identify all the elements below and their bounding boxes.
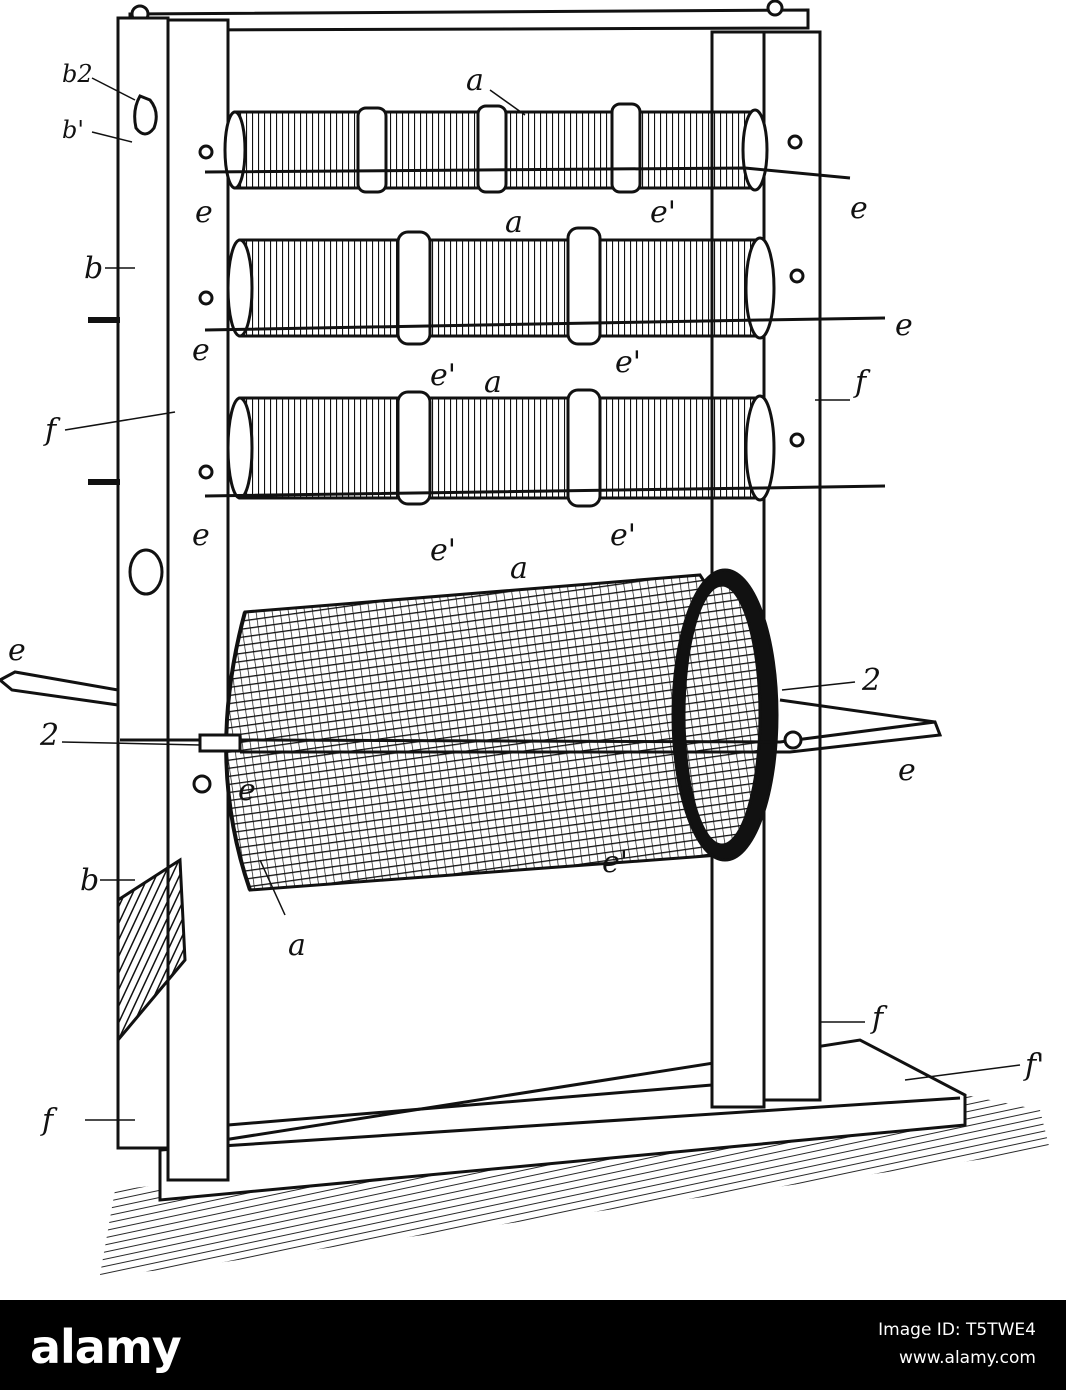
patent-drawing-spool-rack: b2 b' b b f f f f' f a a a a a e e e' e …	[0, 0, 1050, 1275]
label-e-4-outer-left: e	[8, 633, 26, 668]
label-section-right: 2	[861, 663, 881, 698]
label-e-1-right: e	[850, 191, 868, 226]
right-upright	[710, 30, 822, 1109]
label-e-3-left: e	[192, 518, 210, 553]
label-e1-4: e'	[602, 845, 628, 880]
label-a-bottom: a	[288, 928, 306, 963]
label-f1: f'	[1023, 1048, 1044, 1083]
inner-frame	[226, 32, 713, 1127]
label-b1: b'	[62, 116, 84, 144]
label-f-lower-right: f	[870, 1001, 888, 1036]
label-e1-2b: e'	[615, 345, 641, 380]
label-e-1-left: e	[195, 195, 213, 230]
alamy-logo: alamy	[30, 1320, 182, 1374]
label-e1-3a: e'	[430, 533, 456, 568]
spool-1	[198, 102, 851, 194]
label-f-left: f	[43, 413, 61, 448]
spool-2	[88, 226, 886, 346]
label-f-base-left: f	[40, 1103, 58, 1138]
label-e-4-right: e	[898, 753, 916, 788]
image-id-block: Image ID: T5TWE4 www.alamy.com	[878, 1316, 1036, 1372]
label-a-top: a	[466, 63, 484, 98]
label-b-bottom: b	[80, 863, 99, 898]
label-section-left: 2	[39, 718, 59, 753]
label-e1-1: e'	[650, 195, 676, 230]
label-e-2-right: e	[895, 308, 913, 343]
site-url: www.alamy.com	[898, 1348, 1036, 1368]
label-a-2: a	[505, 205, 523, 240]
label-e-2-left: e	[192, 333, 210, 368]
spool-3	[88, 388, 886, 508]
watermark-footer: alamy Image ID: T5TWE4 www.alamy.com	[0, 1300, 1066, 1390]
label-a-4: a	[510, 551, 528, 586]
left-upright	[116, 16, 230, 1182]
figure-labels: b2 b' b b f f f f' f a a a a a e e e' e …	[8, 60, 1044, 1138]
top-rail	[128, 0, 810, 34]
label-b-top: b	[84, 251, 103, 286]
spool-4-large	[0, 568, 943, 892]
label-f-right: f	[853, 365, 871, 400]
label-e1-2a: e'	[430, 358, 456, 393]
label-e-4-inner: e	[238, 773, 256, 808]
leader-lines	[61, 77, 1021, 1121]
label-b2: b2	[62, 60, 93, 88]
label-a-3: a	[484, 365, 502, 400]
label-e1-3b: e'	[610, 518, 636, 553]
image-id: Image ID: T5TWE4	[878, 1320, 1036, 1340]
